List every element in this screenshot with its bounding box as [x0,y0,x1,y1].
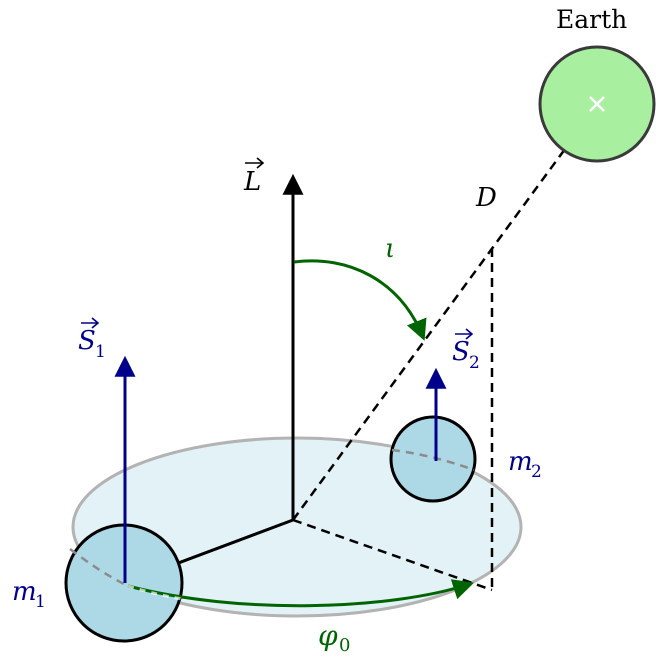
earth-center-marker [589,96,605,112]
body-m2 [389,415,477,503]
spin-2-label: S 2 [452,328,480,373]
line-of-sight [291,103,600,521]
svg-text:1: 1 [95,342,106,362]
phase-arc [127,579,474,608]
spin-1-label: S 1 [78,317,106,362]
svg-text:0: 0 [339,635,350,656]
svg-text:2: 2 [531,462,542,482]
earth-label: Earth [556,5,627,34]
svg-text:1: 1 [35,592,46,612]
svg-text:φ: φ [318,619,338,652]
phase-label: φ 0 [318,619,350,656]
phase-arc-inner-dash [127,584,183,601]
svg-text:m: m [12,577,37,607]
distance-label: D [475,183,497,213]
inclination-arc [293,259,427,341]
orbital-angular-momentum-label: L [243,157,265,197]
svg-text:S: S [452,337,470,367]
projected-line-of-sight [292,518,493,592]
svg-text:L: L [243,167,261,197]
svg-text:m: m [508,447,533,477]
svg-text:2: 2 [469,353,480,373]
svg-text:S: S [78,326,96,356]
inclination-label: ι [385,234,395,264]
mass-2-label: m 2 [508,447,542,482]
earth [538,45,656,163]
mass-1-label: m 1 [12,577,46,612]
